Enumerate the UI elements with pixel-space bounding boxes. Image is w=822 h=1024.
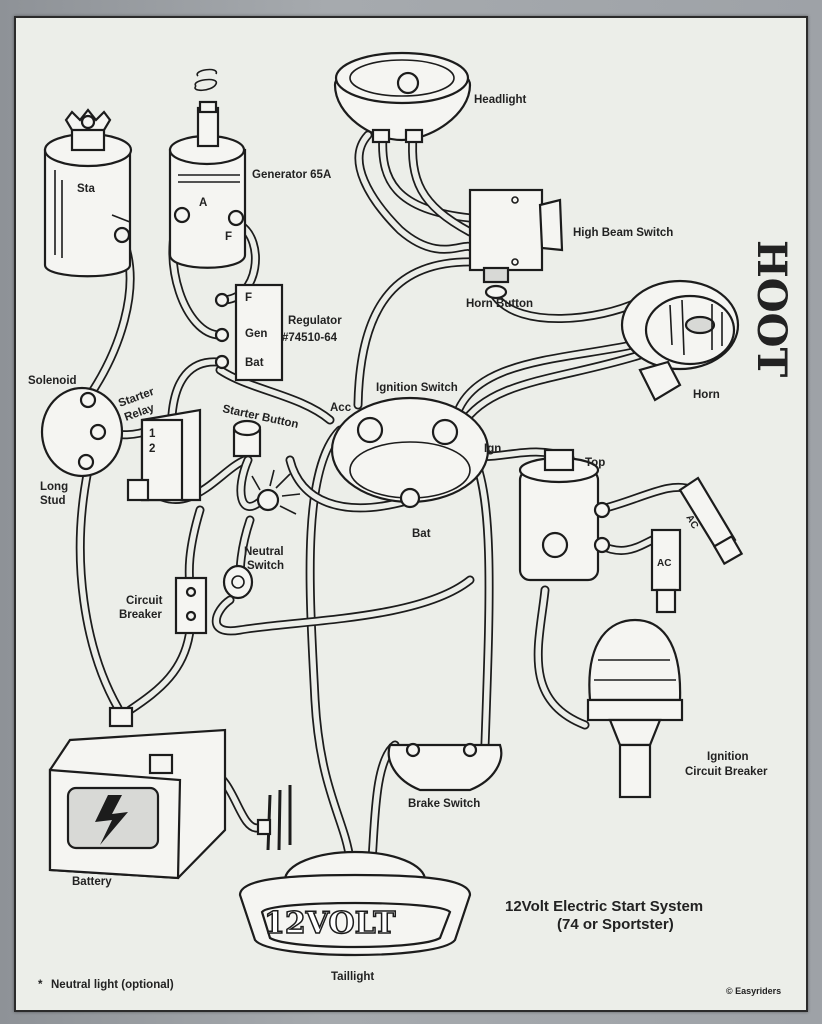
neutral-switch [222,564,254,600]
regulator-f-label: F [245,292,252,304]
regulator-label: Regulator [288,315,342,327]
taillight-label: Taillight [331,971,374,983]
circuit-breaker [174,576,208,635]
brake-switch-label: Brake Switch [408,798,480,810]
relay-terminal-2: 2 [149,443,155,455]
copyright-label: © Easyriders [726,986,781,996]
ignition-switch-label: Ignition Switch [376,382,458,394]
starter-motor [43,108,133,278]
taillight [238,850,472,957]
ignition-switch[interactable] [330,396,490,509]
battery-label: Battery [72,876,112,888]
starter-button[interactable] [232,419,262,458]
high-beam-switch-label: High Beam Switch [573,227,673,239]
horn-label: Horn [693,389,720,401]
neutral-switch-label-2: Switch [247,560,284,572]
generator [168,68,247,269]
relay-terminal-1: 1 [149,428,156,440]
ground-symbol [256,785,292,851]
circuit-breaker-label-1: Circuit [126,595,163,607]
regulator-bat-label: Bat [245,357,264,369]
regulator-gen-label: Gen [245,328,267,340]
neutral-light-mark: * [38,979,43,991]
title-line-1: 12Volt Electric Start System [505,898,703,915]
hoot-lettering: HOOT [748,240,795,377]
acc-label: Acc [330,402,352,414]
neutral-switch-label-1: Neutral [244,546,284,558]
ignition-cb-label-1: Ignition [707,751,749,763]
twelve-volt-badge: 12VOLT [264,906,396,941]
coil-top-label: Top [585,457,605,469]
long-stud-label-2: Stud [40,495,66,507]
labels: Headlight Sta Generator 65A A F High Bea… [28,94,781,996]
neutral-light-note: Neutral light (optional) [51,979,174,991]
circuit-breaker-label-2: Breaker [119,609,162,621]
title-line-2: (74 or Sportster) [557,916,674,933]
ignition-circuit-breaker [586,618,684,799]
headlight-label: Headlight [474,94,527,106]
brake-switch [387,742,503,792]
high-beam-switch [468,188,564,272]
neutral-light [251,469,301,515]
solenoid [40,386,124,478]
horn-button[interactable] [482,266,510,300]
spark-plug-1 [678,476,744,566]
generator-a-label: A [199,197,207,209]
generator-f-label: F [225,231,232,243]
headlight [333,51,472,144]
starter-relay [126,408,202,502]
battery [48,706,227,880]
horn-button-label: Horn Button [466,298,533,310]
regulator [214,283,284,382]
ignition-coil [518,448,611,582]
bat-label: Bat [412,528,431,540]
sta-label: Sta [77,183,96,195]
ign-label: Ign [484,443,501,455]
generator-label: Generator 65A [252,169,331,181]
ignition-cb-label-2: Circuit Breaker [685,766,768,778]
long-stud-label-1: Long [40,481,68,493]
regulator-part-label: #74510-64 [282,332,338,344]
horn [620,279,740,402]
hoot-text: HOOT [748,240,795,377]
plug-ac-label-2: AC [657,558,671,569]
spark-plug-2 [650,528,682,614]
solenoid-label: Solenoid [28,375,77,387]
